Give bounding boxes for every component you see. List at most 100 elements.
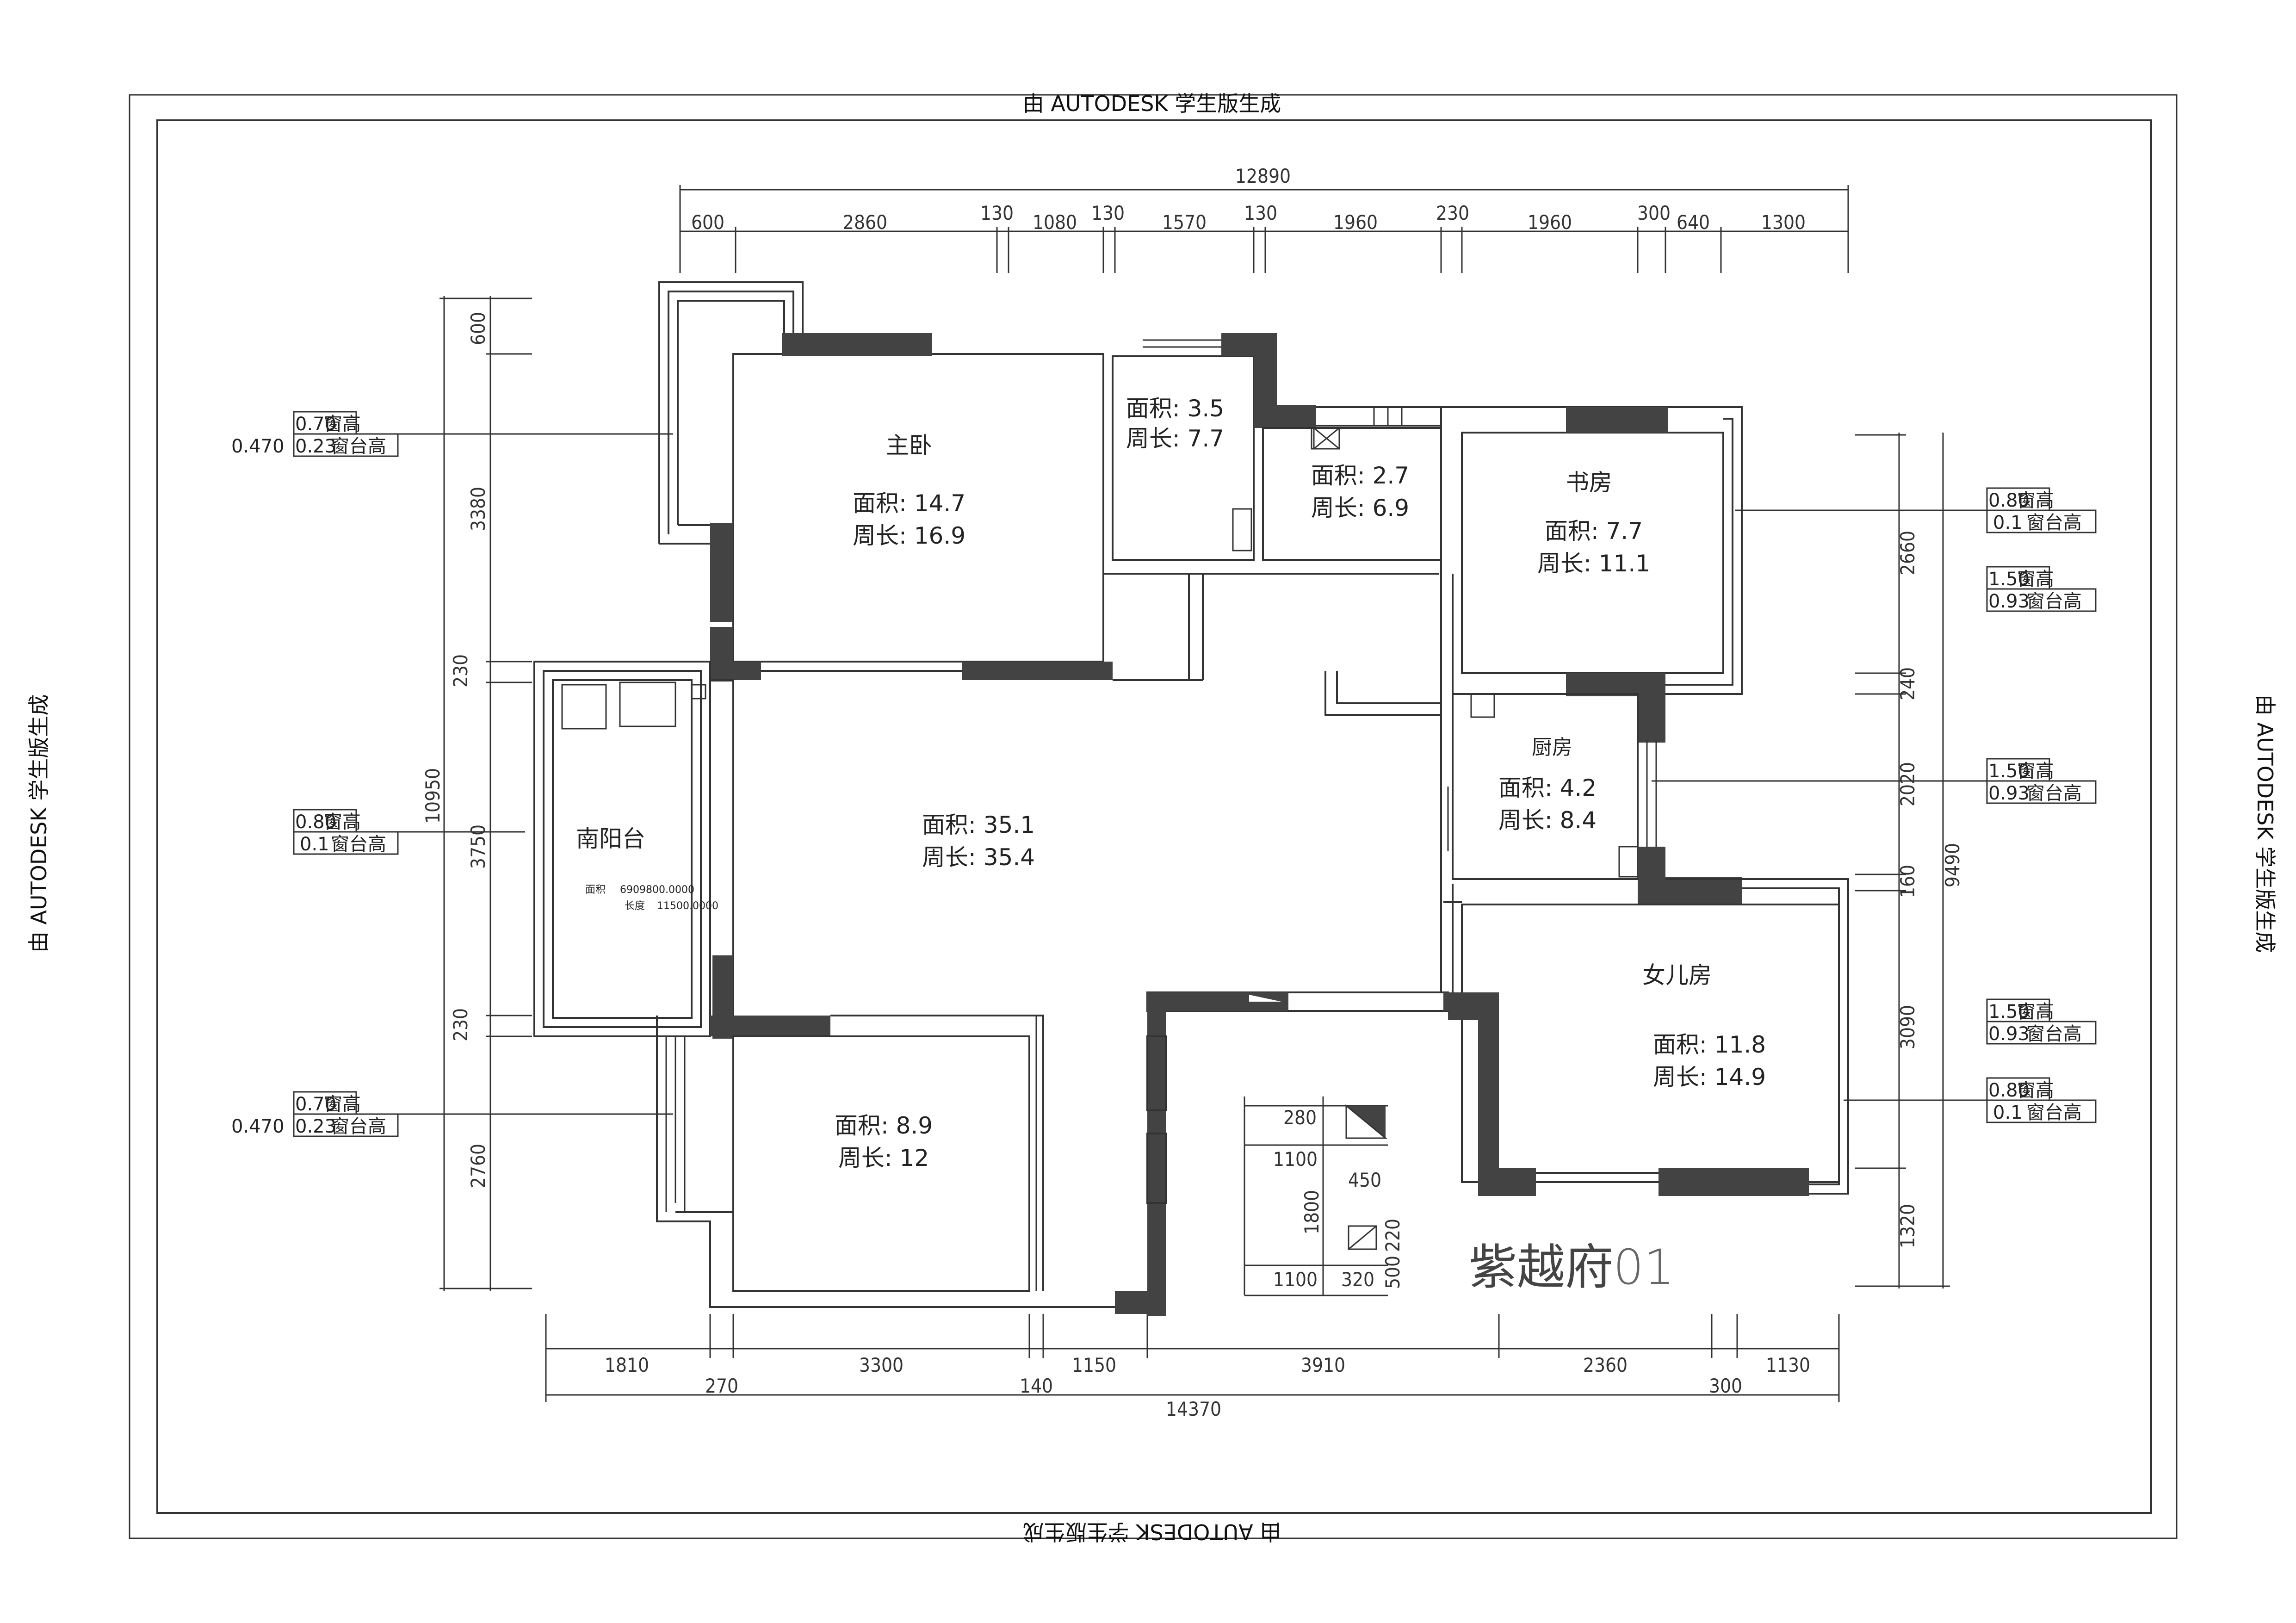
tag-r1-h: 窗高 <box>2017 490 2054 511</box>
dim-right-2: 240 <box>1896 667 1919 700</box>
tag-r4-l1: 1.50 <box>1988 1001 2030 1022</box>
right-dimensions: 9490 2660 240 2020 160 3090 1320 <box>1855 433 1964 1288</box>
study-area: 面积: 7.7 <box>1545 518 1643 545</box>
tag-lt-s: 窗台高 <box>331 436 386 457</box>
dim-right-3: 2020 <box>1896 762 1919 806</box>
room4-perimeter: 周长: 12 <box>838 1145 929 1171</box>
project-title-number: 01 <box>1613 1239 1674 1295</box>
dim-top-2: 2860 <box>843 211 887 234</box>
tag-r3-l1: 1.50 <box>1988 761 2030 782</box>
tag-r5-l1: 0.80 <box>1988 1080 2030 1101</box>
tag-r4-l2: 0.93 <box>1988 1023 2030 1045</box>
tag-lb-l2: 0.23 <box>295 1116 336 1137</box>
left-dimensions: 10950 600 3380 230 3750 230 2760 <box>421 296 532 1291</box>
watermark-left: 由 AUTODESK 学生版生成 <box>26 694 51 953</box>
bath1-area: 面积: 3.5 <box>1126 395 1224 422</box>
dim-right-total: 9490 <box>1941 843 1964 887</box>
study-name: 书房 <box>1566 469 1612 496</box>
window-tags: 0.70 窗高 0.23 窗台高 0.470 0.80 窗高 0.1 窗台高 0… <box>231 411 2097 1137</box>
dim-bottom-5: 2360 <box>1583 1354 1628 1376</box>
dim-bottom-1: 1810 <box>605 1354 649 1376</box>
dim-top-total: 12890 <box>1235 165 1291 187</box>
detail-legend: 280 1100 450 1800 1100 320 500 220 <box>1244 1096 1404 1296</box>
tag-lb-s: 窗台高 <box>331 1116 386 1137</box>
bottom-dimensions: 1810 3300 1150 3910 2360 1130 270 140 30… <box>545 1314 1840 1420</box>
dim-top-6: 1570 <box>1162 211 1207 234</box>
tag-lm-h: 窗高 <box>324 812 361 833</box>
balcony-area-label: 面积 <box>585 884 606 896</box>
dim-left-1: 600 <box>467 312 489 345</box>
tag-lt-l1: 0.70 <box>295 414 336 435</box>
dim-top-7: 130 <box>1244 202 1277 224</box>
project-title: 紫越府01 <box>1469 1239 1674 1295</box>
master-perimeter: 周长: 16.9 <box>853 522 965 549</box>
tag-r2-s: 窗台高 <box>2026 591 2082 612</box>
plan-walls <box>533 281 1849 1316</box>
dim-top-11: 300 <box>1637 202 1671 224</box>
tag-r5-h: 窗高 <box>2017 1080 2054 1101</box>
dim-top-3: 130 <box>980 202 1014 224</box>
dim-left-6: 2760 <box>467 1144 489 1188</box>
dim-bottom-2: 3300 <box>859 1354 904 1376</box>
bath1-perimeter: 周长: 7.7 <box>1126 425 1224 452</box>
dim-left-2: 3380 <box>467 487 489 531</box>
dim-right-6: 1320 <box>1896 1204 1919 1248</box>
balcony-area-value: 6909800.0000 <box>620 884 694 896</box>
dim-right-4: 160 <box>1896 865 1919 898</box>
detail-280: 280 <box>1283 1106 1317 1129</box>
dim-left-4: 3750 <box>467 824 489 869</box>
dim-bottom-270: 270 <box>705 1375 738 1397</box>
tag-r3-l2: 0.93 <box>1988 783 2030 804</box>
tag-lm-l1: 0.80 <box>295 812 336 833</box>
daughter-area: 面积: 11.8 <box>1653 1031 1766 1058</box>
tag-lm-l2: 0.1 <box>300 834 329 855</box>
top-dimensions: 12890 600 2860 130 1080 130 1570 130 196… <box>679 165 1849 273</box>
bath2-perimeter: 周长: 6.9 <box>1311 495 1409 521</box>
living-area: 面积: 35.1 <box>922 812 1035 838</box>
watermark-bottom: 由 AUTODESK 学生版生成 <box>1023 1519 1281 1544</box>
dim-top-13: 1300 <box>1761 211 1806 234</box>
daughter-perimeter: 周长: 14.9 <box>1653 1064 1766 1090</box>
tag-r1-s: 窗台高 <box>2026 512 2082 533</box>
balcony-len-value: 11500.0000 <box>657 900 718 912</box>
dim-bottom-3: 1150 <box>1072 1354 1116 1376</box>
living-perimeter: 周长: 35.4 <box>922 844 1035 871</box>
dim-top-1: 600 <box>691 211 724 234</box>
tag-r1-l1: 0.80 <box>1988 490 2030 511</box>
detail-500: 500 <box>1381 1256 1404 1289</box>
dim-right-5: 3090 <box>1896 1005 1919 1049</box>
master-name: 主卧 <box>886 432 932 459</box>
dim-bottom-140: 140 <box>1020 1375 1053 1397</box>
tag-r2-h: 窗高 <box>2017 569 2054 590</box>
detail-450: 450 <box>1348 1169 1381 1191</box>
project-title-name: 紫越府 <box>1469 1239 1613 1295</box>
dim-left-5: 230 <box>449 1008 472 1041</box>
tag-r3-h: 窗高 <box>2017 761 2054 782</box>
dim-top-9: 230 <box>1436 202 1469 224</box>
dim-bottom-6: 1130 <box>1766 1354 1810 1376</box>
detail-1800: 1800 <box>1300 1190 1323 1234</box>
dim-left-total: 10950 <box>421 768 444 824</box>
tag-lm-s: 窗台高 <box>331 834 386 855</box>
tag-r4-s: 窗台高 <box>2026 1023 2082 1045</box>
room4-area: 面积: 8.9 <box>835 1112 933 1139</box>
study-perimeter: 周长: 11.1 <box>1537 550 1650 577</box>
dim-right-1: 2660 <box>1896 531 1919 575</box>
kitchen-name: 厨房 <box>1532 736 1572 759</box>
dim-top-4: 1080 <box>1033 211 1077 234</box>
tag-r5-l2: 0.1 <box>1993 1102 2023 1123</box>
dim-top-12: 640 <box>1677 211 1710 234</box>
dim-top-5: 130 <box>1091 202 1125 224</box>
detail-320: 320 <box>1341 1268 1374 1291</box>
detail-1100-bottom: 1100 <box>1273 1268 1318 1291</box>
tag-lb-h: 窗高 <box>324 1094 361 1115</box>
dim-top-10: 1960 <box>1528 211 1572 234</box>
detail-1100-top: 1100 <box>1273 1148 1318 1171</box>
tag-r4-h: 窗高 <box>2017 1001 2054 1022</box>
watermark-right: 由 AUTODESK 学生版生成 <box>2253 694 2277 953</box>
tag-r2-l1: 1.50 <box>1988 569 2030 590</box>
bath2-area: 面积: 2.7 <box>1311 462 1409 489</box>
balcony-name: 南阳台 <box>576 825 645 852</box>
detail-220: 220 <box>1381 1219 1404 1252</box>
